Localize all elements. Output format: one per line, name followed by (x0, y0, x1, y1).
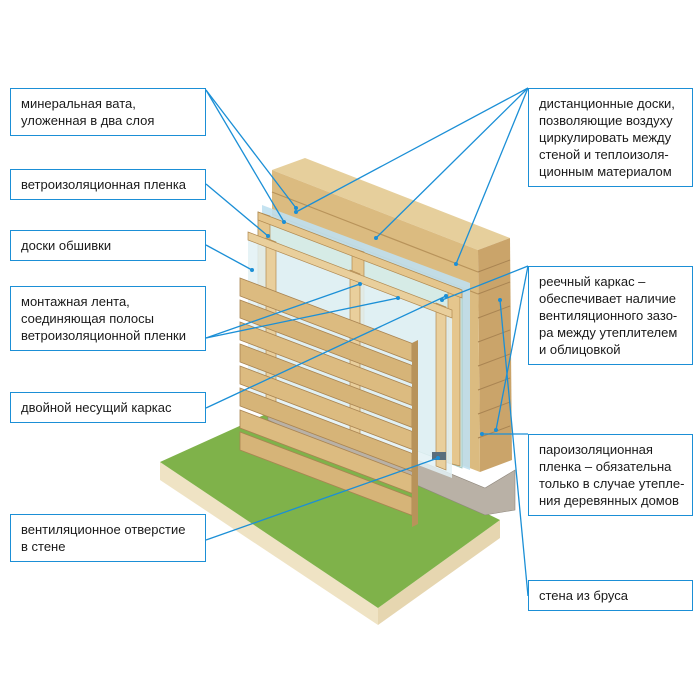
leader-mineral-wool-dot (294, 206, 298, 210)
label-line: и облицовкой (539, 342, 621, 357)
label-line: позволяющие воздуху (539, 113, 673, 128)
label-line: ра между утеплителем (539, 325, 678, 340)
label-line: двойной несущий каркас (21, 400, 172, 415)
leader-mounting-tape-dot (396, 296, 400, 300)
label-line: обеспечивает наличие (539, 291, 677, 306)
leader-double-frame-dot (444, 294, 448, 298)
label-line: реечный каркас – (539, 274, 646, 289)
leader-cladding-boards-dot (250, 268, 254, 272)
label-line: дистанционные доски, (539, 96, 675, 111)
label-line: стеной и теплоизоля- (539, 147, 669, 162)
leader-mineral-wool-2-dot (282, 220, 286, 224)
cladding-board-edge (412, 340, 418, 527)
leader-vapor-film-dot (480, 432, 484, 436)
leader-timber-wall-dot (498, 298, 502, 302)
label-line: уложенная в два слоя (21, 113, 155, 128)
leader-spacer-boards-2-dot (374, 236, 378, 240)
ground-slab-front (378, 520, 500, 625)
label-timber-wall: стена из бруса (528, 580, 693, 611)
leader-vent-hole (205, 457, 439, 541)
leader-timber-wall (499, 299, 529, 597)
label-line: вентиляционное отверстие (21, 522, 186, 537)
label-line: пленка – обязательна (539, 459, 672, 474)
label-mounting-tape: монтажная лента, соединяющая полосы ветр… (10, 286, 206, 351)
leader-lath-frame-dot (440, 298, 444, 302)
leader-mounting-tape (205, 297, 399, 339)
leader-wind-film (205, 183, 269, 237)
label-line: только в случае утепле- (539, 476, 685, 491)
leader-lath-frame-2 (495, 265, 529, 431)
label-line: вентиляционного зазо- (539, 308, 678, 323)
label-line: ветроизоляционной пленки (21, 328, 187, 343)
leader-mineral-wool (205, 89, 297, 209)
label-cladding-boards: доски обшивки (10, 230, 206, 261)
label-line: монтажная лента, (21, 294, 130, 309)
label-double-frame: двойной несущий каркас (10, 392, 206, 423)
leader-vent-hole-dot (436, 456, 440, 460)
label-vapor-film: пароизоляционная пленка – обязательна то… (528, 434, 693, 516)
leader-wind-film-dot (266, 234, 270, 238)
label-line: стена из бруса (539, 588, 629, 603)
label-vent-hole: вентиляционное отверстие в стене (10, 514, 206, 562)
label-line: ветроизоляционная пленка (21, 177, 187, 192)
label-line: пароизоляционная (539, 442, 653, 457)
label-spacer-boards: дистанционные доски, позволяющие воздуху… (528, 88, 693, 187)
label-line: ния деревянных домов (539, 493, 679, 508)
cladding-boards (239, 277, 418, 527)
label-wind-film: ветроизоляционная пленка (10, 169, 206, 200)
leader-spacer-boards-3-dot (454, 262, 458, 266)
label-line: циркулировать между (539, 130, 672, 145)
label-lath-frame: реечный каркас – обеспечивает наличие ве… (528, 266, 693, 365)
ground-grass (160, 410, 500, 608)
ground-slab-side (160, 462, 378, 625)
label-line: доски обшивки (21, 238, 112, 253)
label-line: ционным материалом (539, 164, 672, 179)
leader-spacer-boards-3 (455, 87, 529, 265)
vent-hole (432, 452, 446, 460)
leader-mounting-tape-2-dot (358, 282, 362, 286)
leader-spacer-boards-dot (294, 210, 298, 214)
leader-mineral-wool-2 (205, 89, 285, 223)
leader-mounting-tape-2 (205, 283, 361, 339)
leader-cladding-boards (205, 244, 253, 271)
leader-double-frame (205, 295, 447, 409)
leader-spacer-boards (295, 87, 529, 213)
label-mineral-wool: минеральная вата, уложенная в два слоя (10, 88, 206, 136)
label-line: в стене (21, 539, 66, 554)
leader-lath-frame (441, 265, 529, 301)
label-line: соединяющая полосы (21, 311, 155, 326)
leader-spacer-boards-2 (375, 87, 529, 239)
label-line: минеральная вата, (21, 96, 136, 111)
leader-lath-frame-2-dot (494, 428, 498, 432)
leader-lines (205, 87, 529, 597)
